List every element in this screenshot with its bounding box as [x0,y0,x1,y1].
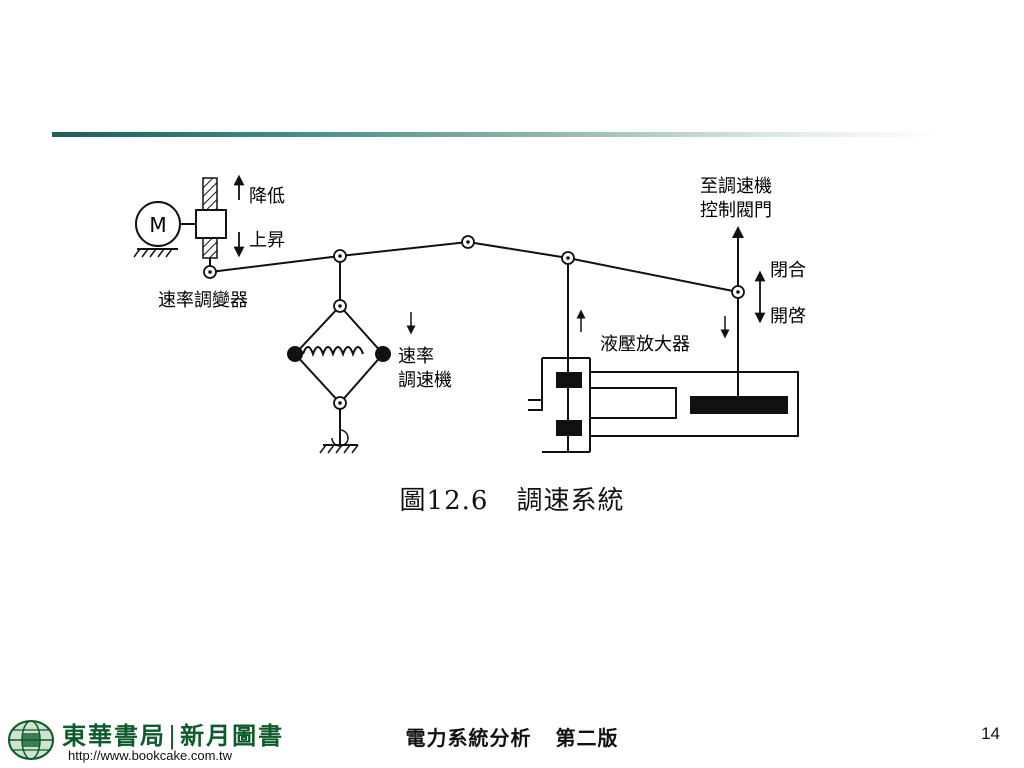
main-linkage [209,240,739,293]
publisher-url: http://www.bookcake.com.tw [68,748,233,763]
close-label: 閉合 [770,260,806,281]
title-divider-rule [52,132,940,137]
valve-label-1: 至調速機 [700,176,772,197]
publisher-logo: 東華書局|新月圖書 http://www.bookcake.com.tw [4,714,284,764]
book-title: 電力系統分析 [405,726,532,750]
motor-label: M [149,213,166,237]
flyball-governor [287,256,391,454]
open-label: 開啓 [770,306,806,327]
raise-label: 上昇 [249,230,285,251]
speed-changer-label: 速率調變器 [158,290,248,311]
publisher-name: 東華書局|新月圖書 [62,721,285,750]
hydraulic-amplifier-label: 液壓放大器 [600,334,690,355]
globe-icon [8,720,54,760]
book-edition: 第二版 [555,726,619,750]
hydraulic-amplifier [528,258,799,453]
valve-label-2: 控制閥門 [700,200,772,221]
governor-label-1: 速率 [398,346,434,367]
page-number: 14 [981,724,1000,743]
speed-changer-screw [195,177,227,266]
footer-book-title: 電力系統分析第二版 [0,722,1024,751]
figure-title: 調速系統 [516,486,625,516]
lower-label: 降低 [249,186,285,207]
figure-caption: 圖12.6 調速系統 [0,480,1024,517]
governor-label-2: 調速機 [398,370,452,391]
motor-symbol: M [133,201,196,258]
figure-number: 圖12.6 [399,486,489,516]
